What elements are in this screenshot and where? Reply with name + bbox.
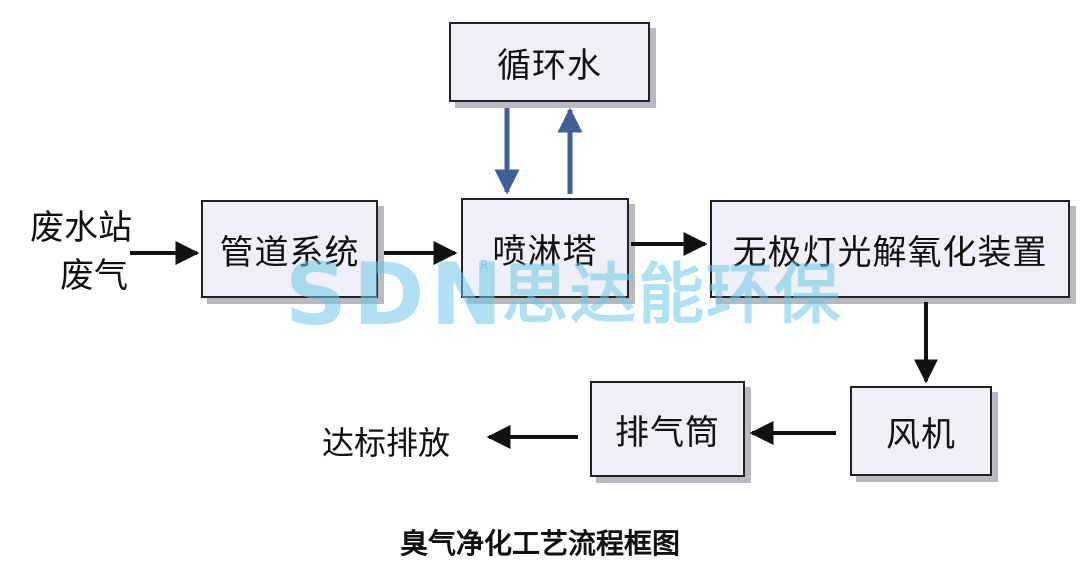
- node-fan: 风机: [850, 386, 992, 476]
- source-label-line-2: 废气: [60, 256, 128, 296]
- node-uv-photolysis: 无极灯光解氧化装置: [710, 200, 1070, 298]
- node-uv-photolysis-label: 无极灯光解氧化装置: [732, 232, 1048, 273]
- node-pipeline-system: 管道系统: [201, 200, 378, 298]
- watermark-registered-mark: R: [480, 258, 489, 272]
- node-circulating-water: 循环水: [449, 22, 650, 102]
- watermark-logo-latin: SDN: [285, 245, 509, 345]
- diagram-caption: 臭气净化工艺流程框图: [399, 527, 680, 560]
- node-spray-tower: 喷淋塔: [461, 198, 629, 298]
- node-circulating-water-label: 循环水: [497, 45, 602, 86]
- node-exhaust-stack: 排气筒: [590, 381, 745, 477]
- node-pipeline-system-label: 管道系统: [219, 232, 360, 273]
- source-label-line-1: 废水站: [30, 208, 132, 248]
- watermark-logo-chinese: 思达能环保: [502, 256, 842, 333]
- output-label: 达标排放: [322, 424, 451, 462]
- node-spray-tower-label: 喷淋塔: [492, 231, 598, 272]
- node-fan-label: 风机: [886, 414, 956, 455]
- node-exhaust-stack-label: 排气筒: [615, 412, 720, 453]
